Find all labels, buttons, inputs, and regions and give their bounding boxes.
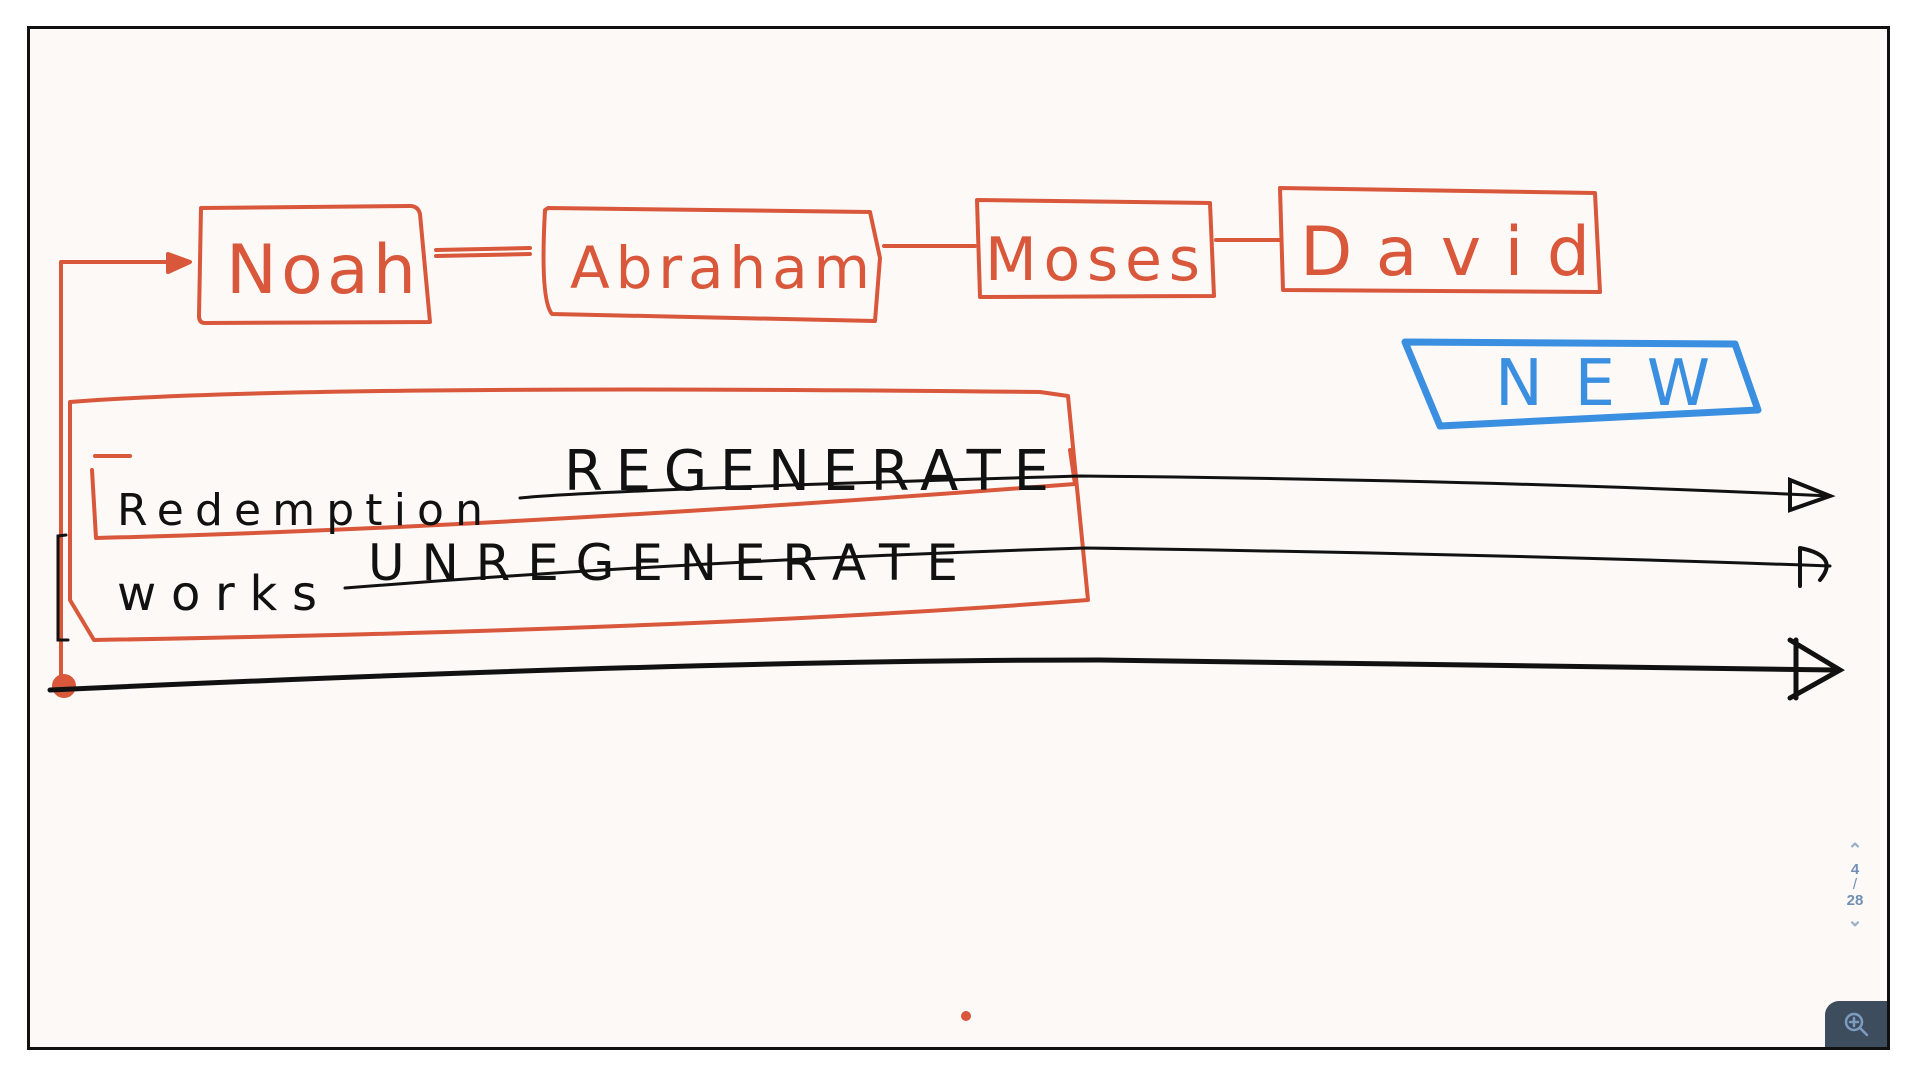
chevron-up-icon[interactable]: ⌃ (1847, 840, 1863, 860)
works-bracket (56, 533, 70, 642)
timeline-unregenerate (343, 546, 1832, 590)
noah-box (197, 204, 432, 325)
box-label-noah: Noah (226, 231, 416, 310)
connector-lines (434, 238, 1282, 258)
moses-box (975, 198, 1216, 299)
arrow-to-noah (166, 252, 192, 274)
outer-box (68, 387, 1090, 642)
regenerate-word: REGENERATE (564, 439, 1049, 504)
whiteboard-canvas: Noah Abraham Moses David NEW Redemption … (47, 186, 1845, 1021)
timeline-bracket (59, 260, 182, 690)
unregenerate-word: UNREGENERATE (368, 534, 958, 592)
timeline-regenerate (518, 474, 1832, 500)
box-label-moses: Moses (985, 225, 1200, 295)
arrowhead-3 (1787, 637, 1845, 701)
zoom-button[interactable] (1825, 1001, 1887, 1047)
page-separator: / (1852, 876, 1858, 893)
new-label: NEW (1495, 347, 1710, 421)
redemption-label: Redemption (117, 485, 483, 536)
total-pages: 28 (1846, 892, 1864, 909)
regenerate-box (90, 448, 1077, 540)
chevron-down-icon[interactable]: ⌄ (1847, 910, 1863, 930)
whiteboard-frame: Noah Abraham Moses David NEW Redemption … (27, 26, 1890, 1050)
abraham-box (541, 206, 882, 323)
works-label: works (117, 566, 317, 622)
page-indicator: ⌃ 4 / 28 ⌄ (1835, 839, 1875, 931)
start-dot (52, 674, 76, 698)
box-label-david: David (1300, 213, 1590, 292)
david-box (1278, 186, 1602, 294)
new-box (1401, 338, 1762, 430)
current-page: 4 (1850, 861, 1860, 878)
main-timeline (47, 657, 1838, 693)
zoom-in-icon (1844, 1012, 1869, 1037)
arrowhead-2 (1798, 546, 1829, 588)
stray-dot (961, 1011, 971, 1021)
box-label-abraham: Abraham (570, 234, 870, 302)
arrowhead-1 (1788, 477, 1836, 513)
